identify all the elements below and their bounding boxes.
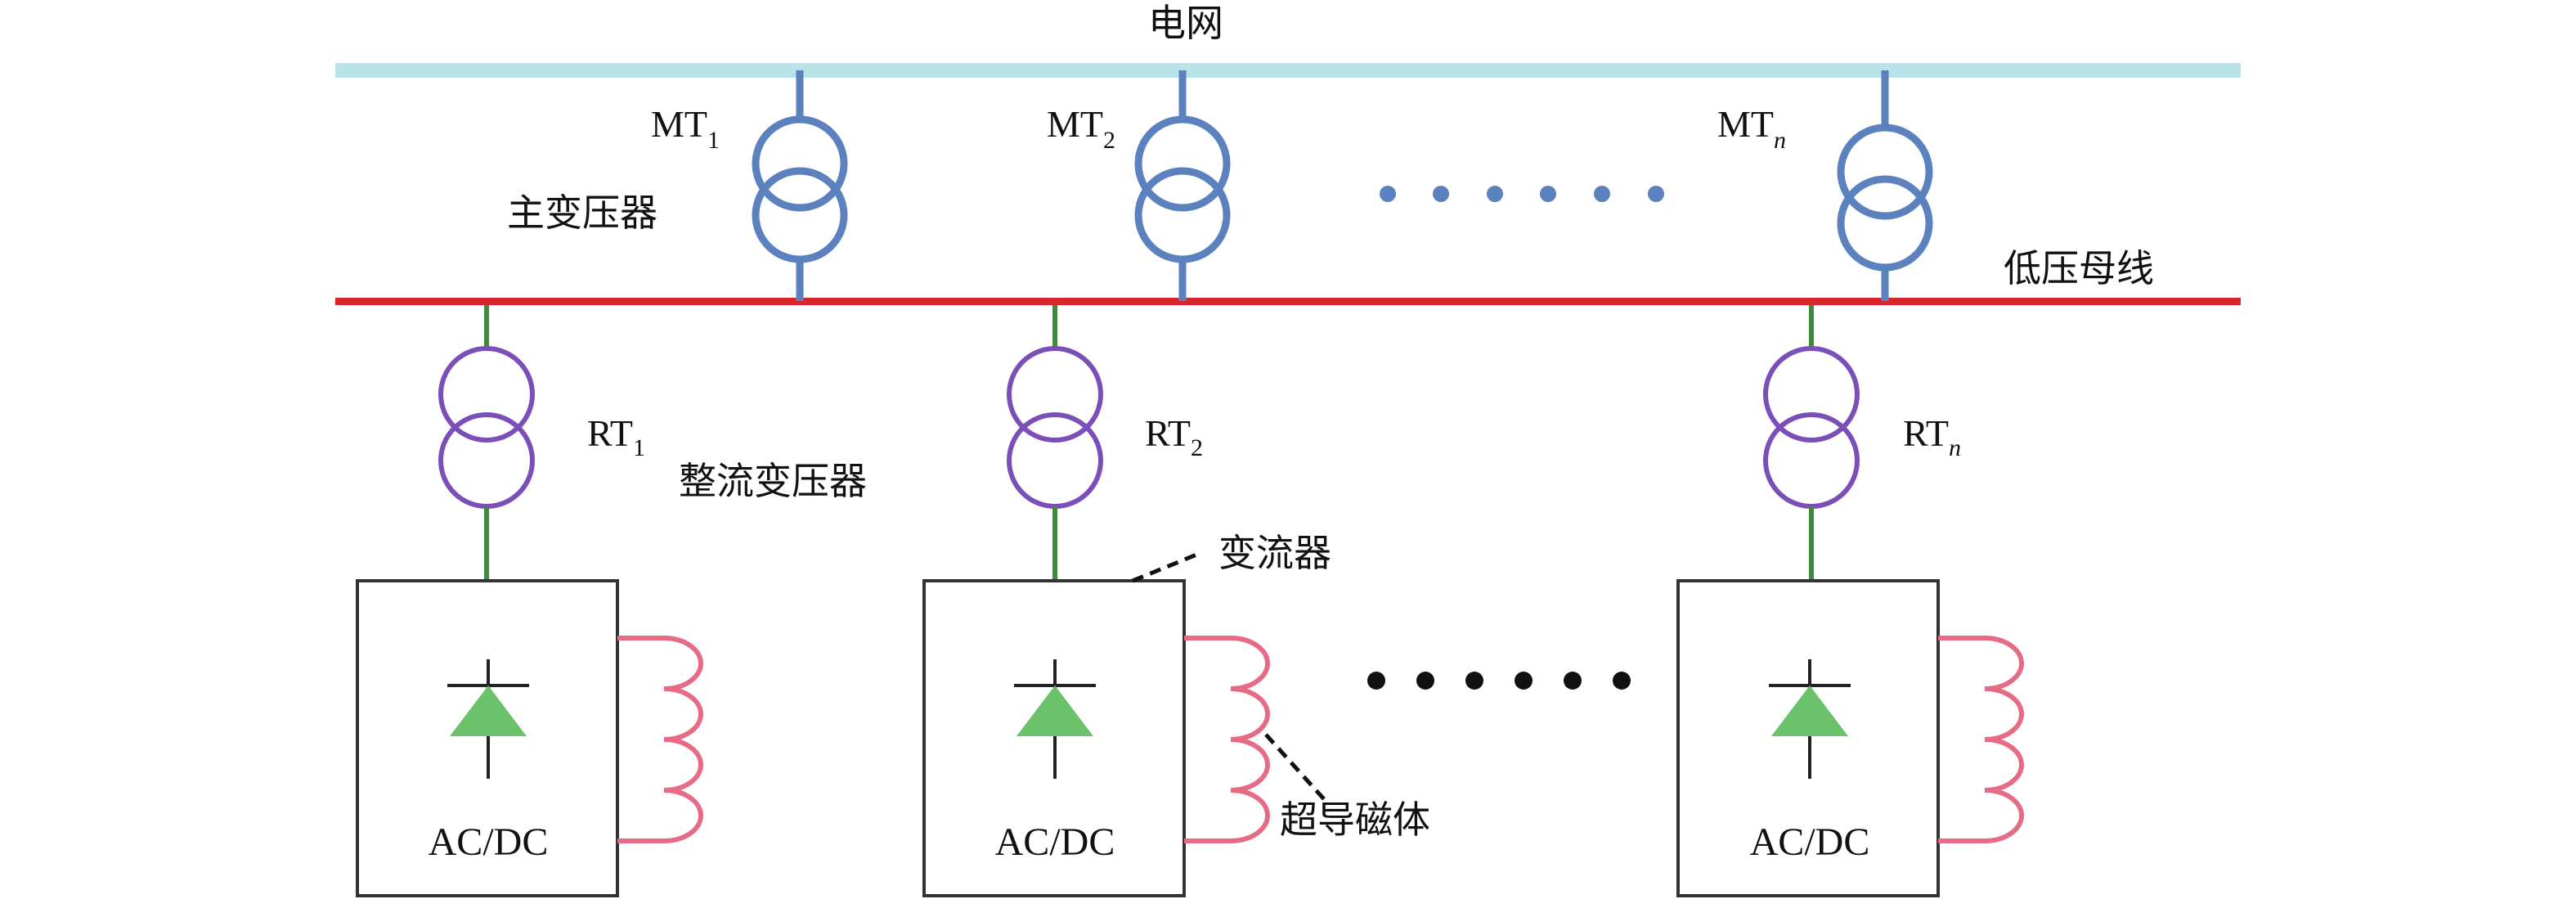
- mt-2-label: MT2: [1047, 103, 1115, 154]
- main-transformer-label: 主变压器: [507, 191, 657, 235]
- rt-n-name: RT: [1903, 412, 1949, 454]
- diode-icon: [1014, 659, 1096, 779]
- converter-1-label: AC/DC: [429, 820, 549, 864]
- mt-2-sub: 2: [1103, 127, 1115, 154]
- rectifier-transformer-label: 整流变压器: [679, 459, 867, 503]
- diode-icon: [1769, 659, 1851, 779]
- converter-callout-line: [1132, 551, 1201, 583]
- mt-1-label: MT1: [651, 103, 720, 154]
- magnet-callout-line: [1264, 733, 1326, 802]
- converter-n-label: AC/DC: [1750, 820, 1870, 864]
- converter-label: 变流器: [1218, 531, 1331, 575]
- rt-n-label: RTn: [1903, 412, 1961, 461]
- mt-2-name: MT: [1047, 103, 1103, 145]
- grid-label: 电网: [1148, 1, 1223, 45]
- converter-unit-2: AC/DC: [922, 579, 1270, 897]
- rectifier-transformer-2: [1007, 305, 1103, 581]
- rectifier-transformer-1: [438, 305, 535, 581]
- mt-1-name: MT: [651, 103, 707, 145]
- main-transformer-2: [1134, 70, 1231, 301]
- low-voltage-bus-label: 低压母线: [2004, 246, 2154, 290]
- converter-unit-1: AC/DC: [356, 579, 703, 897]
- ellipsis-upper: [1380, 186, 1664, 202]
- rt-2-sub: 2: [1191, 434, 1203, 461]
- rt-n-sub: n: [1949, 434, 1961, 461]
- rt-2-label: RT2: [1145, 412, 1203, 461]
- mt-n-label: MTn: [1717, 103, 1786, 154]
- rt-1-name: RT: [587, 412, 633, 454]
- superconducting-magnet-label: 超导磁体: [1280, 798, 1430, 842]
- low-voltage-bus: [335, 298, 2241, 305]
- rt-1-label: RT1: [587, 412, 645, 461]
- magnet-coil-2: [1184, 636, 1270, 843]
- mt-n-sub: n: [1774, 127, 1786, 154]
- mt-n-name: MT: [1717, 103, 1774, 145]
- grid-bus: [335, 63, 2241, 78]
- main-transformer-1: [752, 70, 848, 301]
- ellipsis-lower: [1367, 672, 1631, 690]
- main-transformer-n: [1837, 70, 1933, 301]
- rectifier-transformer-n: [1763, 305, 1860, 581]
- magnet-coil-1: [617, 636, 703, 843]
- mt-1-sub: 1: [707, 127, 720, 154]
- rt-1-sub: 1: [633, 434, 645, 461]
- diode-icon: [447, 659, 529, 779]
- rt-2-name: RT: [1145, 412, 1191, 454]
- converter-unit-n: AC/DC: [1676, 579, 2024, 897]
- magnet-coil-n: [1938, 636, 2024, 843]
- converter-2-label: AC/DC: [995, 820, 1115, 864]
